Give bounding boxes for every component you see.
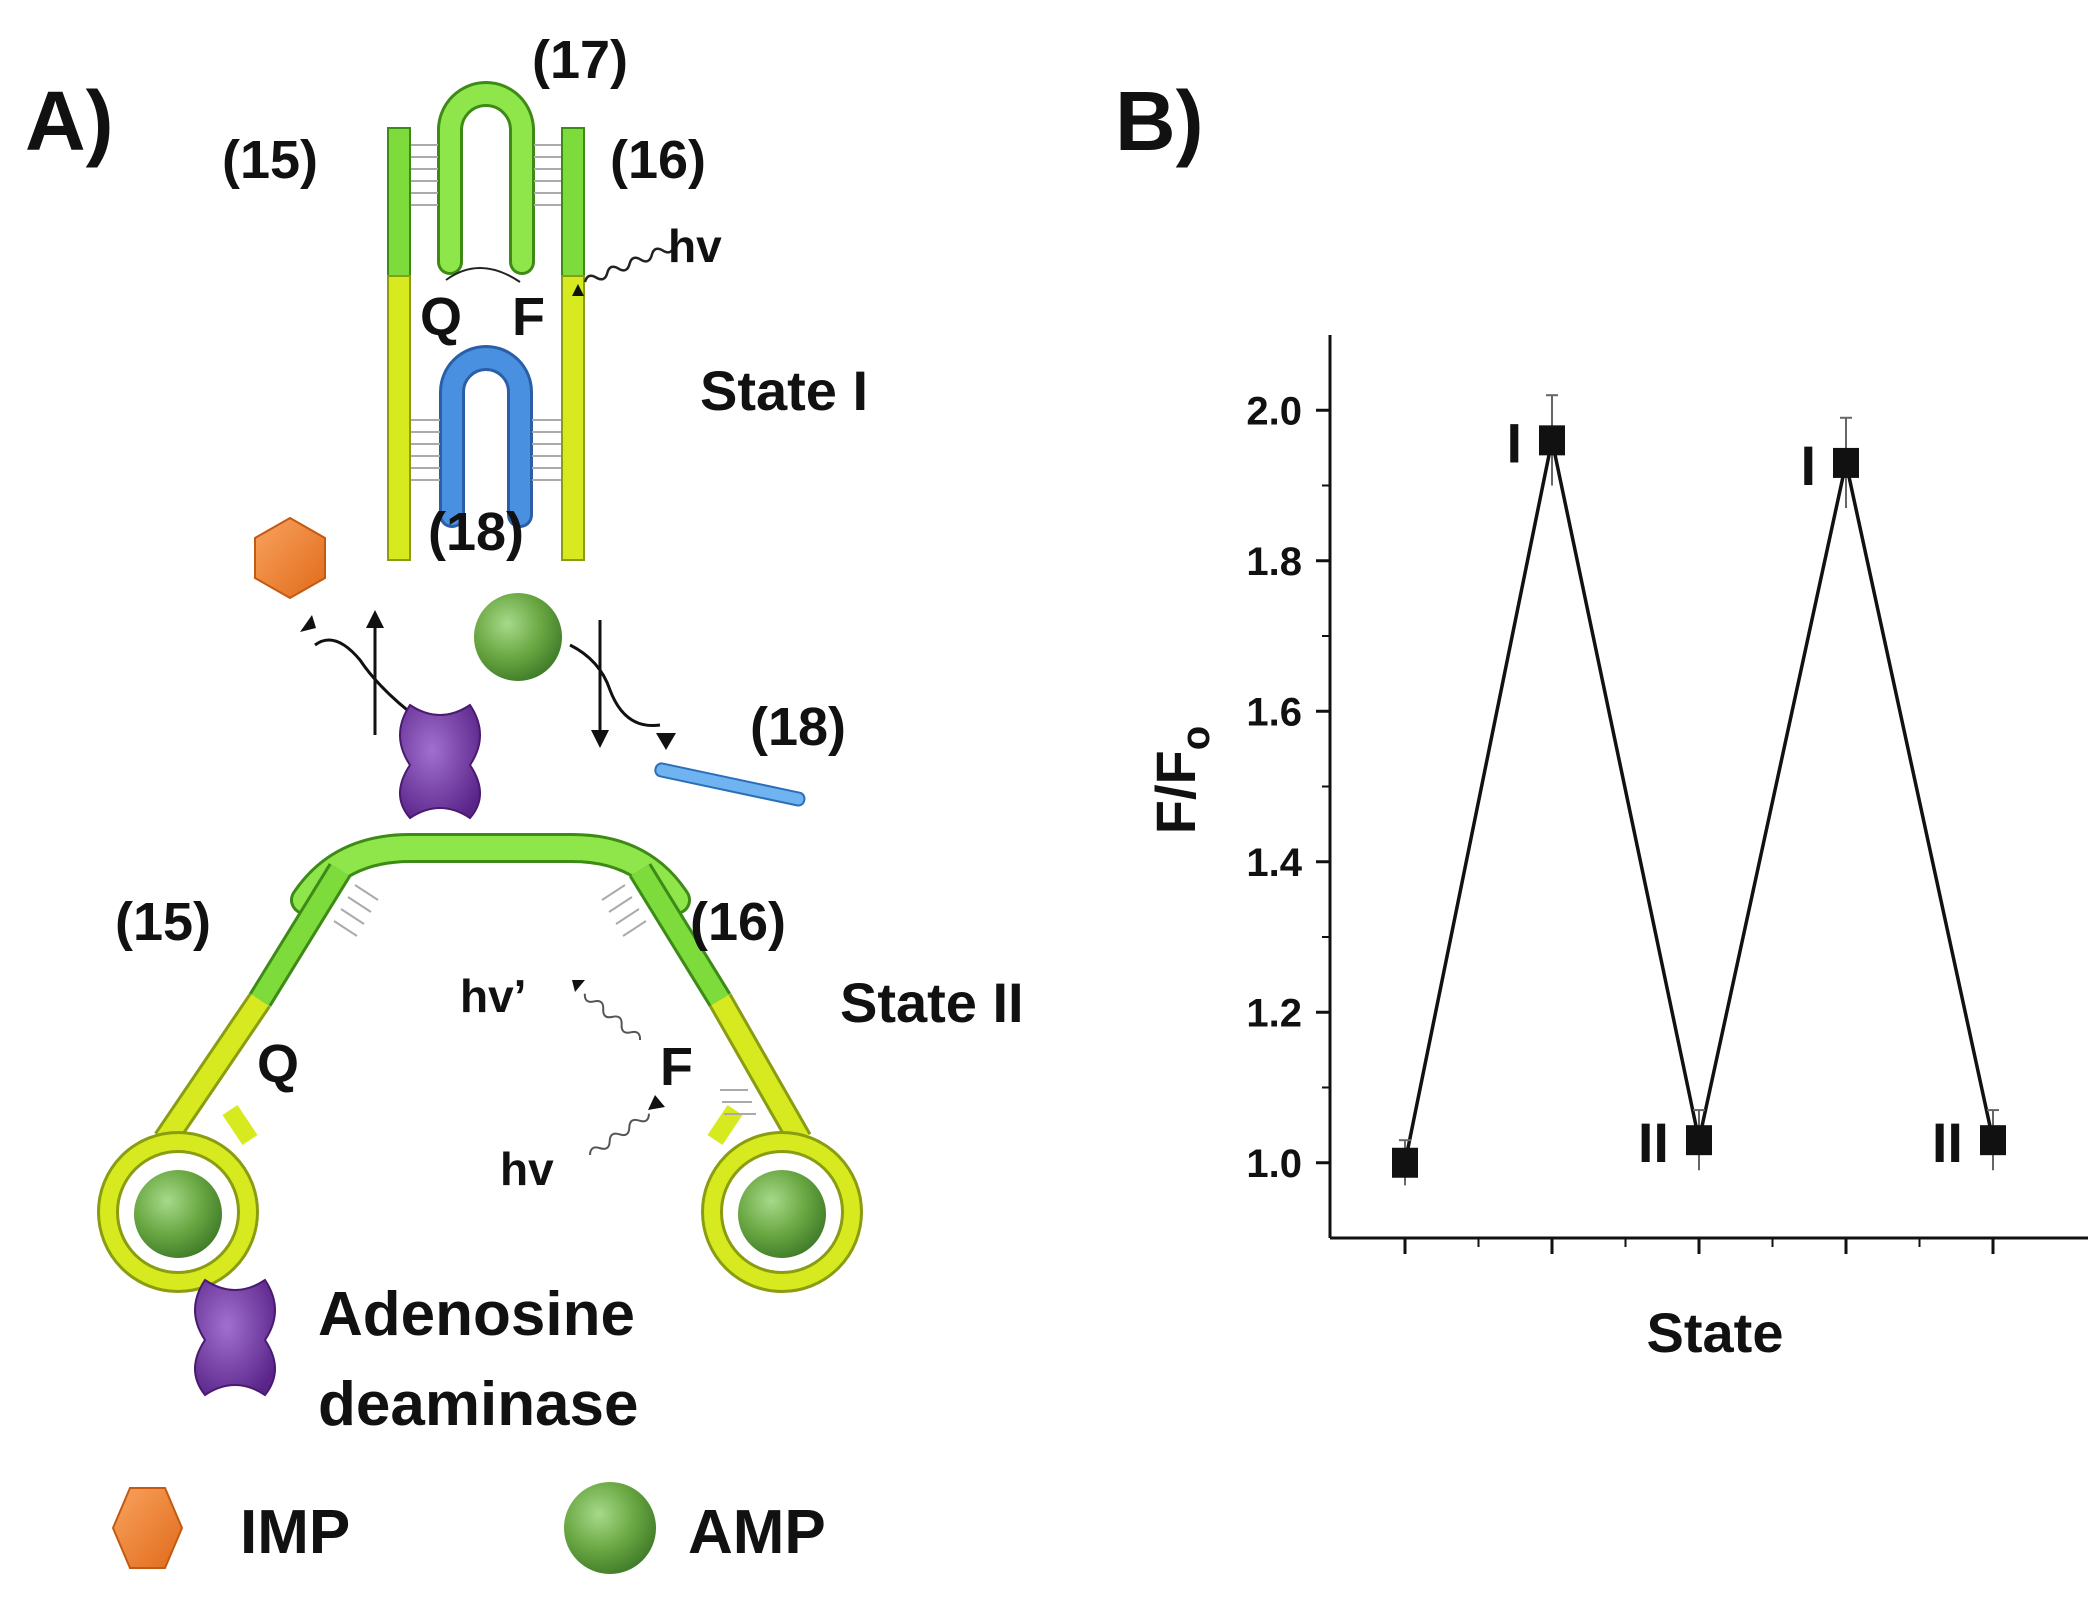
- basepairs-state2: [333, 884, 756, 1115]
- state2-strand16-green: [631, 864, 729, 1006]
- data-point: [1392, 1147, 1418, 1178]
- reaction-scheme: [254, 516, 806, 820]
- hv-state2: hv: [500, 1143, 554, 1195]
- released-strand-18: [654, 762, 806, 807]
- state2-arch: [293, 836, 688, 912]
- basepairs-18: [411, 419, 561, 481]
- label-16-state2: (16): [690, 892, 786, 952]
- fluorophore-state2: F: [660, 1037, 693, 1097]
- data-point: [1686, 1125, 1712, 1156]
- data-point-label: II: [1932, 1111, 1963, 1174]
- state1-complex: [387, 81, 676, 561]
- state2-title: State II: [840, 971, 1024, 1034]
- hv-state1: hv: [668, 220, 722, 272]
- legend-imp-label: IMP: [240, 1498, 350, 1567]
- panel-a-label: A): [25, 74, 114, 168]
- state2-complex: [97, 833, 863, 1293]
- state1-strand16-yellow: [561, 275, 585, 561]
- state1-strand15-yellow: [387, 275, 411, 561]
- state2-loop-right: [704, 1134, 860, 1290]
- y-axis-label-sub: o: [1174, 726, 1218, 750]
- emission-arrowhead-state2: [572, 980, 585, 992]
- arrow-curve-1: [314, 638, 421, 722]
- y-ticks: 1.0 1.2 1.4 1.6 1.8 2.0: [1246, 389, 1330, 1186]
- data-point-label: I: [1800, 434, 1816, 497]
- y-axis-label-main: F/F: [1144, 750, 1207, 834]
- state2-amp-left: [134, 1170, 222, 1258]
- state1-strand16-green: [561, 127, 585, 277]
- label-16-state1: (16): [610, 130, 706, 190]
- series-line: [1403, 439, 1995, 1164]
- legend-enzyme-line2: deaminase: [318, 1370, 639, 1439]
- state2-aptamer-stub-left: [222, 1105, 258, 1145]
- label-18-state1: (18): [428, 502, 524, 562]
- hairpin-17: [440, 84, 532, 272]
- emission-wave-state2: [583, 993, 642, 1041]
- panel-a: A): [25, 30, 1024, 1574]
- y-tick-label: 1.4: [1246, 841, 1302, 885]
- label-17: (17): [532, 30, 628, 90]
- legend: [111, 1278, 656, 1574]
- arrow-curve-2: [569, 643, 661, 728]
- legend-imp-icon: [111, 1487, 184, 1569]
- excitation-arrowhead: [648, 1095, 665, 1110]
- state2-strand15-yellow: [156, 994, 269, 1146]
- label-15-state2: (15): [115, 892, 211, 952]
- imp-hexagon: [254, 516, 326, 600]
- data-point-label: I: [1506, 411, 1522, 474]
- arrow-up-1-head: [366, 610, 384, 628]
- y-tick-label: 1.0: [1246, 1142, 1302, 1186]
- y-tick-label: 1.8: [1246, 540, 1302, 584]
- qf-connector: [445, 267, 521, 283]
- adenosine-deaminase-center: [399, 703, 481, 820]
- legend-amp-label: AMP: [688, 1498, 826, 1567]
- fluorophore-marker: [572, 284, 584, 296]
- y-tick-label: 2.0: [1246, 389, 1302, 433]
- data-point: [1833, 447, 1859, 478]
- state1-strand15-green: [387, 127, 411, 277]
- data-point: [1980, 1125, 2006, 1156]
- quencher-state2: Q: [257, 1034, 299, 1094]
- legend-enzyme-icon: [194, 1278, 276, 1397]
- y-axis-label: F/Fo: [1144, 726, 1218, 834]
- label-15-state1: (15): [222, 130, 318, 190]
- panel-b-label: B): [1115, 74, 1204, 168]
- state2-strand15-green: [251, 864, 349, 1006]
- arrow-down-1-head: [591, 730, 609, 748]
- data-point: [1539, 425, 1565, 456]
- data-point-label: II: [1638, 1111, 1669, 1174]
- excitation-wave: [589, 1113, 650, 1156]
- state2-amp-right: [738, 1170, 826, 1258]
- state2-strand16-yellow: [711, 995, 809, 1145]
- state2-loop-left: [100, 1134, 256, 1290]
- x-ticks: [1403, 1238, 1995, 1254]
- y-tick-label: 1.2: [1246, 991, 1302, 1035]
- hv-prime-state2: hv’: [460, 970, 526, 1022]
- legend-amp-icon: [564, 1482, 656, 1574]
- arrow-curve-2-head: [656, 733, 676, 750]
- label-18-released: (18): [750, 697, 846, 757]
- y-tick-label: 1.6: [1246, 690, 1302, 734]
- quencher-state1: Q: [420, 287, 462, 347]
- x-axis-label: State: [1647, 1301, 1784, 1364]
- hairpin-18: [442, 348, 530, 525]
- emission-wave: [583, 245, 676, 283]
- legend-enzyme-line1: Adenosine: [318, 1280, 635, 1349]
- basepairs-17: [411, 144, 561, 206]
- fluorophore-state1: F: [512, 287, 545, 347]
- arrow-curve-1-head: [300, 615, 316, 632]
- amp-sphere: [474, 593, 562, 681]
- state1-title: State I: [700, 359, 868, 422]
